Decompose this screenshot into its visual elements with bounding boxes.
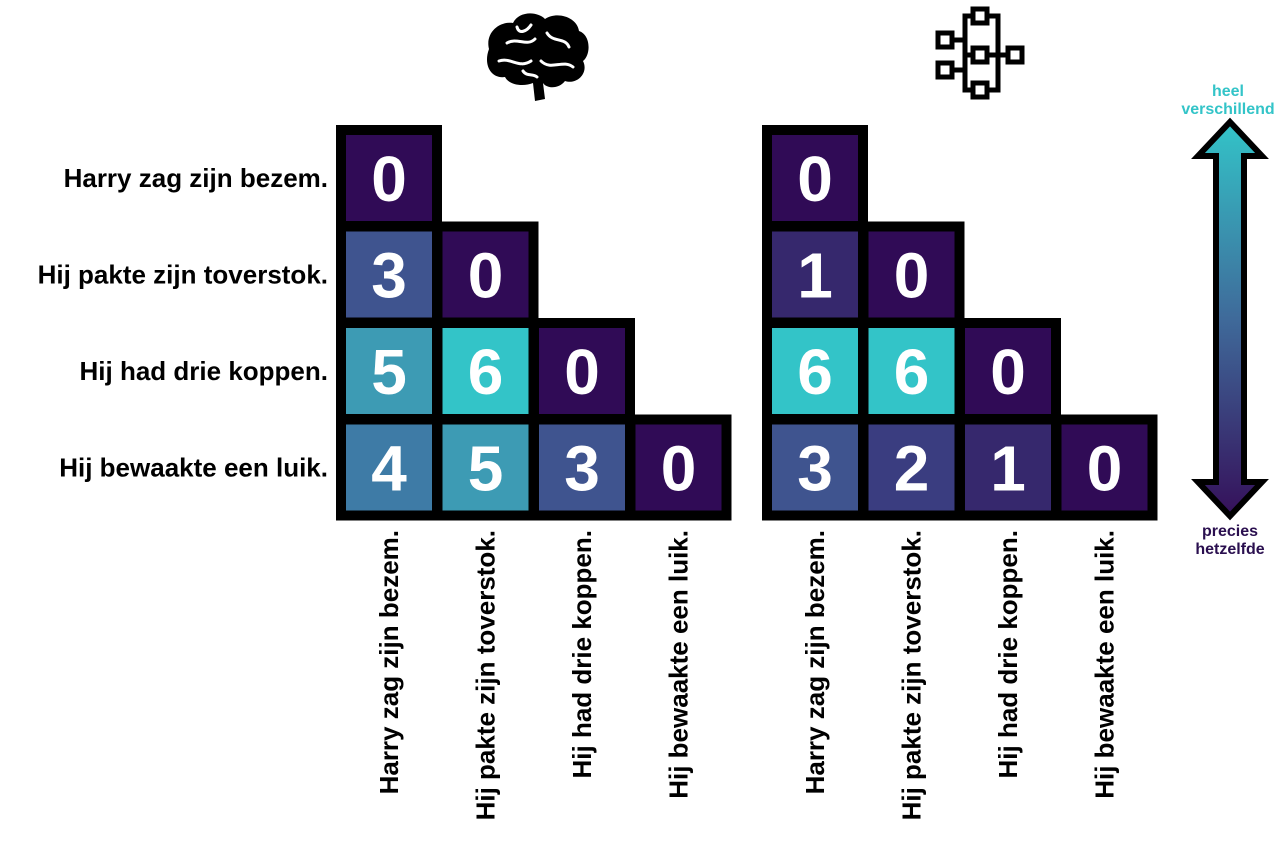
heatmap-cell (772, 328, 858, 414)
heatmap-cell (868, 424, 955, 511)
heatmap-cell (965, 424, 1051, 511)
cell-value-label: 6 (468, 336, 504, 408)
cell-value-label: 6 (797, 336, 833, 408)
legend-top-label-line2: verschillend (1181, 101, 1274, 118)
heatmap-cell (868, 328, 955, 414)
heatmap-cell (772, 135, 858, 221)
cell-value-label: 5 (468, 433, 504, 505)
row-label: Hij bewaakte een luik. (59, 453, 328, 483)
column-label: Hij bewaakte een luik. (664, 530, 694, 799)
cell-value-label: 2 (894, 433, 930, 505)
heatmap-cell (442, 424, 529, 511)
heatmap-cell (539, 328, 625, 414)
neural-network-icon (935, 6, 1025, 100)
cell-value-label: 0 (468, 240, 504, 312)
heatmap-cell (346, 135, 432, 221)
row-label: Harry zag zijn bezem. (64, 163, 328, 193)
heatmap-cell (772, 231, 858, 318)
cell-value-label: 0 (990, 336, 1026, 408)
cell-value-label: 0 (1087, 433, 1123, 505)
heatmap-cell (772, 424, 858, 511)
cell-value-label: 0 (797, 143, 833, 215)
column-label: Hij bewaakte een luik. (1090, 530, 1120, 799)
cell-value-label: 0 (371, 143, 407, 215)
cell-value-label: 3 (371, 240, 407, 312)
column-label: Harry zag zijn bezem. (374, 530, 404, 794)
row-label: Hij pakte zijn toverstok. (38, 260, 328, 290)
cell-value-label: 0 (564, 336, 600, 408)
column-label: Hij had drie koppen. (993, 530, 1023, 778)
cell-value-label: 6 (894, 336, 930, 408)
cell-value-label: 3 (564, 433, 600, 505)
legend-top-label-line1: heel (1212, 83, 1244, 100)
cell-value-label: 3 (797, 433, 833, 505)
cell-value-label: 5 (371, 336, 407, 408)
heatmap-cell (868, 231, 955, 318)
cell-value-label: 4 (371, 433, 407, 505)
heatmap-cell (965, 328, 1051, 414)
column-label: Hij had drie koppen. (567, 530, 597, 778)
cell-value-label: 0 (661, 433, 697, 505)
cell-value-label: 1 (797, 240, 833, 312)
legend-bottom-label-line2: hetzelfde (1195, 541, 1264, 558)
legend-bottom-label-line1: precies (1202, 523, 1258, 540)
cell-value-label: 1 (990, 433, 1026, 505)
heatmap-cell (346, 328, 432, 414)
heatmap-cell (635, 424, 722, 511)
heatmap-cell (442, 231, 529, 318)
heatmap-cell (539, 424, 625, 511)
row-label: Hij had drie koppen. (80, 356, 328, 386)
heatmap-cell (442, 328, 529, 414)
column-label: Hij pakte zijn toverstok. (471, 530, 501, 820)
heatmap-cell (346, 231, 432, 318)
column-label: Hij pakte zijn toverstok. (897, 530, 927, 820)
cell-value-label: 0 (894, 240, 930, 312)
column-label: Harry zag zijn bezem. (800, 530, 830, 794)
brain-icon (486, 13, 589, 101)
heatmap-cell (346, 424, 432, 511)
heatmap-cell (1061, 424, 1148, 511)
color-scale-arrow (1191, 117, 1269, 521)
